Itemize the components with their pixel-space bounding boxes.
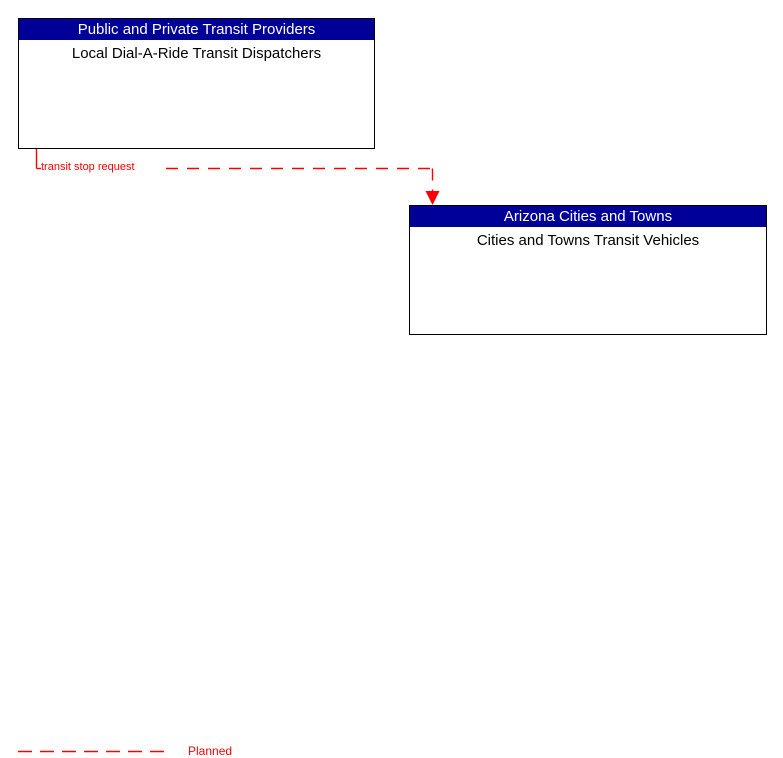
flow-arrowhead-down-icon [425,191,440,205]
diagram-canvas: Public and Private Transit Providers Loc… [0,18,783,758]
entity-stakeholder-title-dispatchers: Public and Private Transit Providers [19,19,374,40]
flow-label-transit-stop-request: transit stop request [41,161,135,173]
legend-swatch-planned-icon [18,750,170,753]
legend-label-planned: Planned [188,744,233,758]
entity-box-dispatchers[interactable]: Public and Private Transit Providers Loc… [18,18,375,149]
entity-element-name-dispatchers: Local Dial-A-Ride Transit Dispatchers [71,45,322,62]
entity-box-vehicles[interactable]: Arizona Cities and Towns Cities and Town… [409,205,767,335]
entity-element-name-vehicles: Cities and Towns Transit Vehicles [476,232,700,249]
entity-stakeholder-title-vehicles: Arizona Cities and Towns [410,206,766,227]
legend: Planned [0,370,783,758]
